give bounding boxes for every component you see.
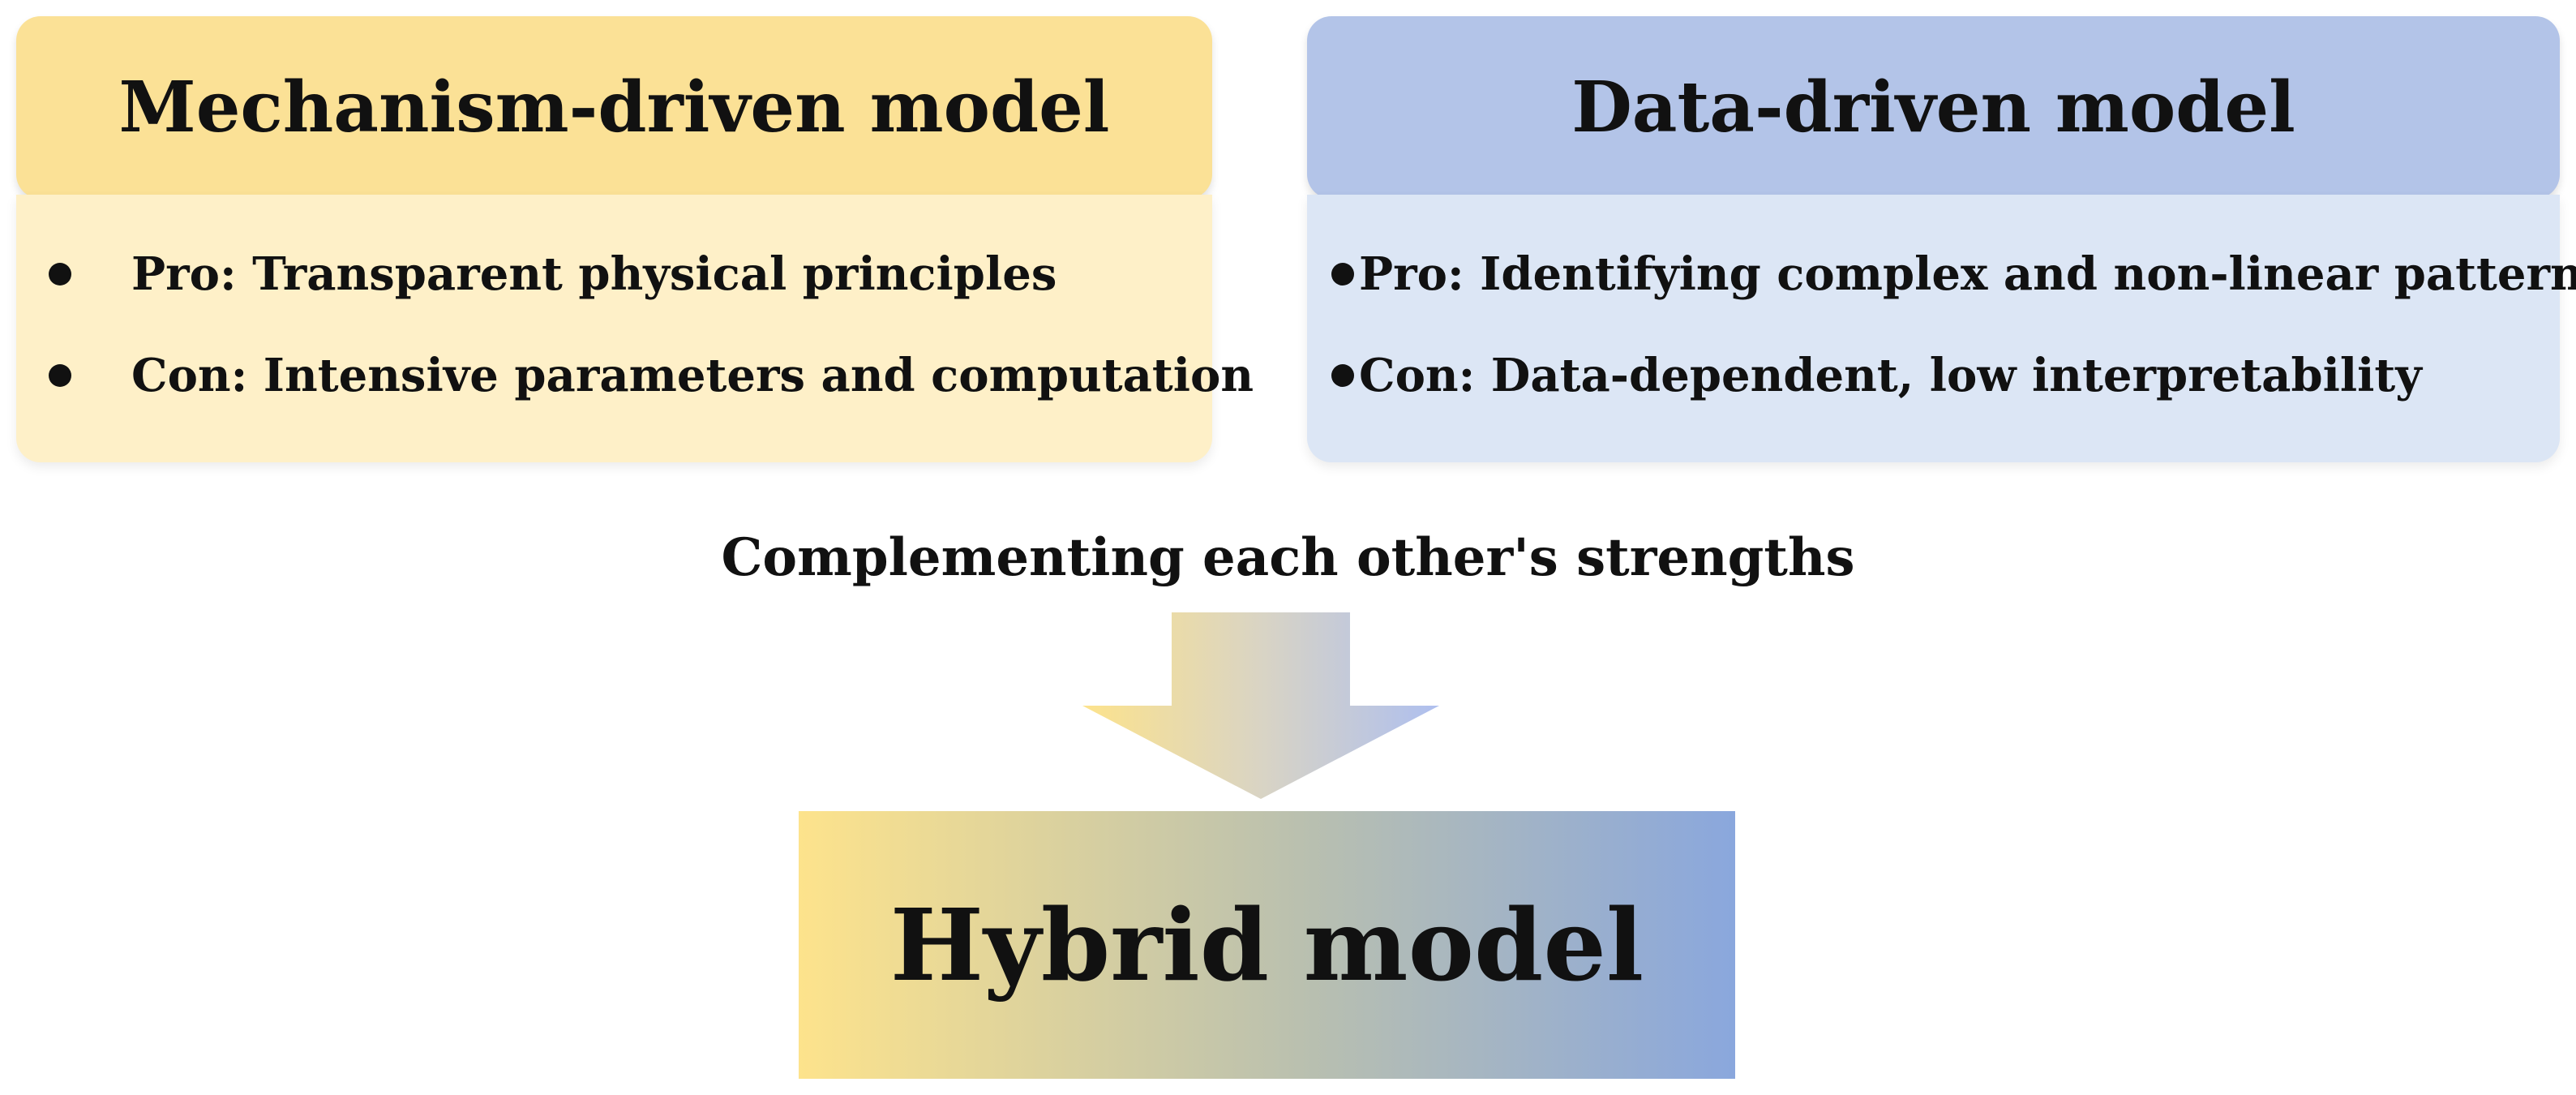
data-con-item: Con: Data-dependent, low interpretabilit…	[1331, 349, 2422, 402]
data-driven-body: Pro: Identifying complex and non-linear …	[1307, 195, 2576, 462]
mechanism-pro-text: Pro: Transparent physical principles	[131, 247, 1057, 301]
data-driven-header: Data-driven model	[1307, 16, 2560, 199]
mechanism-driven-title: Mechanism-driven model	[118, 67, 1110, 148]
hybrid-model-box: Hybrid model	[799, 811, 1735, 1079]
bullet-icon	[49, 364, 71, 387]
bullet-icon	[1331, 263, 1354, 286]
data-pro-text: Pro: Identifying complex and non-linear …	[1359, 247, 2576, 301]
down-arrow-icon	[1082, 612, 1439, 799]
mechanism-pro-item: Pro: Transparent physical principles	[49, 247, 1057, 301]
data-driven-title: Data-driven model	[1571, 67, 2295, 148]
mechanism-con-item: Con: Intensive parameters and computatio…	[49, 349, 1254, 402]
mechanism-con-text: Con: Intensive parameters and computatio…	[131, 349, 1254, 402]
mechanism-driven-header: Mechanism-driven model	[16, 16, 1212, 199]
mechanism-driven-body: Pro: Transparent physical principles Con…	[16, 195, 1254, 462]
bullet-icon	[49, 263, 71, 286]
data-con-text: Con: Data-dependent, low interpretabilit…	[1359, 349, 2422, 402]
connector-label: Complementing each other's strengths	[721, 527, 1855, 588]
hybrid-model-title: Hybrid model	[889, 887, 1644, 1003]
bullet-icon	[1331, 364, 1354, 387]
data-pro-item: Pro: Identifying complex and non-linear …	[1331, 247, 2576, 301]
